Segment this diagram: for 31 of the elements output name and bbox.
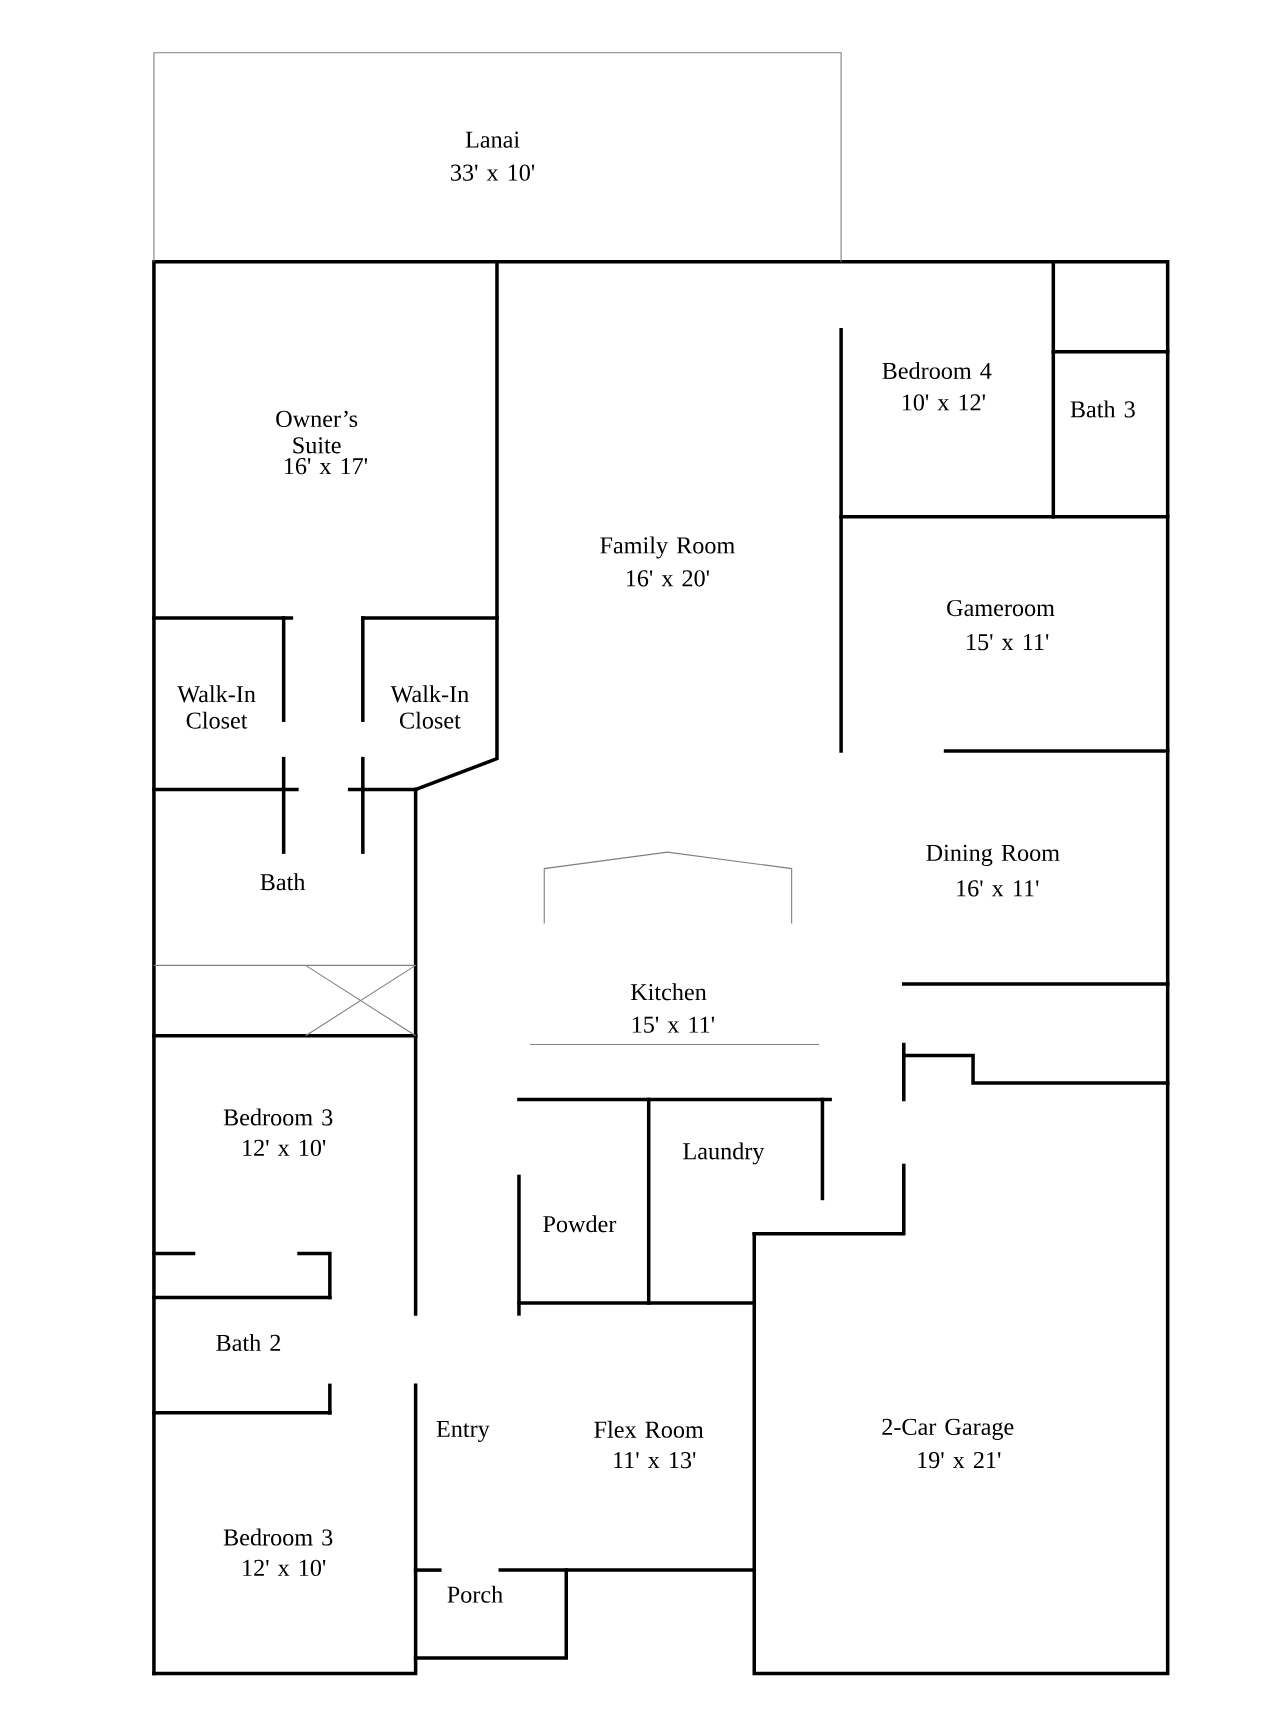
room-label: Owner’s Suite — [276, 410, 358, 454]
room-label: Walk-In Closet — [390, 685, 469, 729]
room-label: 2-Car Garage — [882, 1418, 1014, 1440]
room-label: Porch — [447, 1585, 503, 1603]
room-label: 15' x 11' — [967, 634, 1049, 651]
room-label: 16' x 17' — [285, 458, 368, 475]
room-label: 10' x 12' — [902, 394, 986, 411]
room-label: Walk-In Closet — [177, 685, 256, 729]
room-label: Lanai — [465, 131, 520, 148]
room-label: Family Room — [600, 536, 735, 559]
room-label: Gameroom — [947, 599, 1055, 617]
room-label: 15' x 11' — [632, 1016, 715, 1033]
room-label: Bedroom 3 — [223, 1528, 333, 1546]
room-label: Dining Room — [926, 844, 1060, 866]
room-label: Bath 2 — [216, 1334, 281, 1351]
room-label: Bath — [260, 873, 306, 891]
room-label: 16' x 11' — [957, 880, 1039, 897]
room-label: Entry — [436, 1421, 490, 1443]
room-label: Flex Room — [594, 1420, 704, 1438]
room-label: 33' x 10' — [451, 164, 535, 181]
room-label: 19' x 21' — [918, 1452, 1001, 1469]
room-label: 12' x 10' — [243, 1559, 326, 1577]
room-label: Laundry — [683, 1142, 765, 1165]
room-label: Bedroom 3 — [223, 1108, 333, 1126]
room-label: 12' x 10' — [243, 1139, 326, 1157]
room-label: 11' x 13' — [614, 1452, 696, 1469]
room-label: Bedroom 4 — [882, 362, 992, 380]
room-label: 16' x 20' — [626, 570, 710, 587]
room-label: Powder — [543, 1215, 617, 1233]
room-label: Kitchen — [631, 983, 707, 1001]
room-label: Bath 3 — [1070, 400, 1135, 418]
